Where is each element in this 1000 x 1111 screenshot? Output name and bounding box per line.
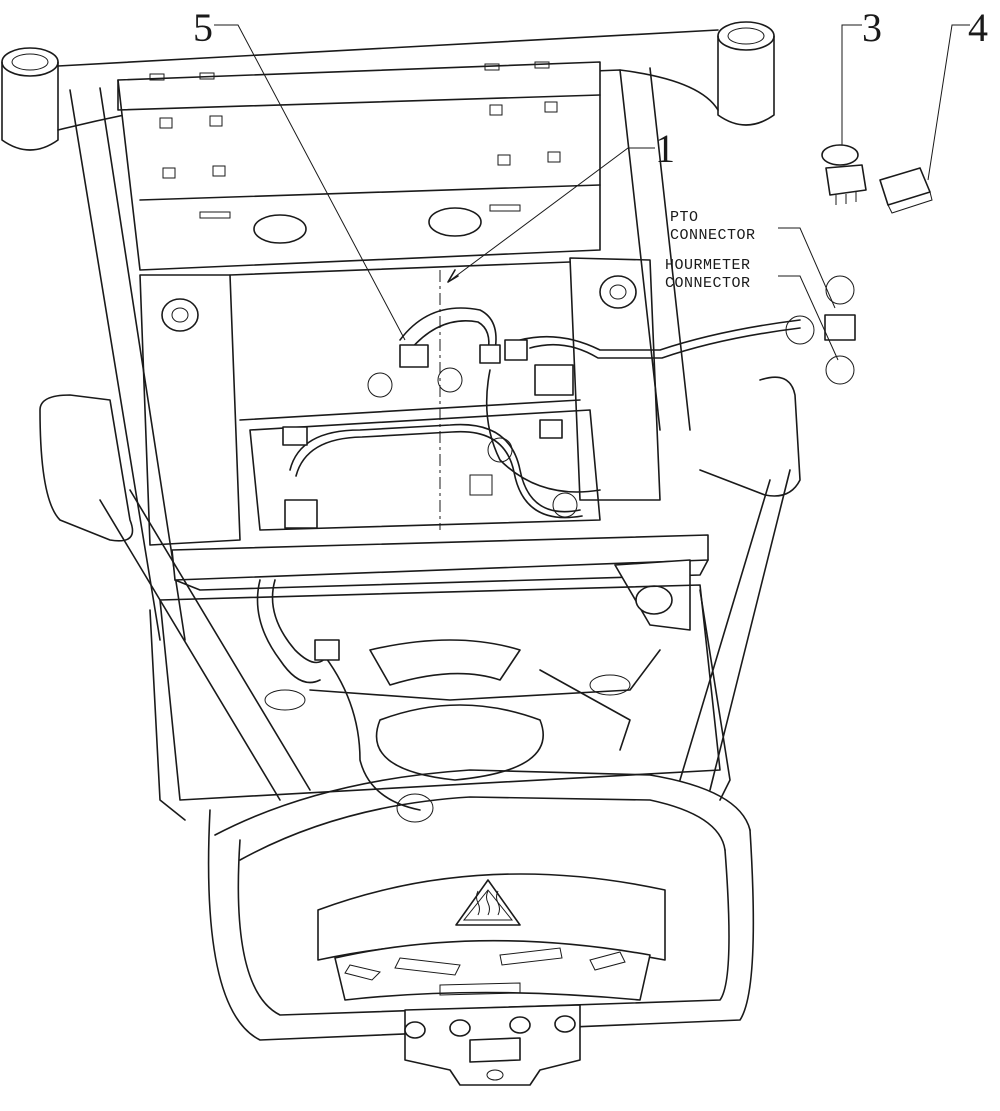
pto-connector-label: PTO CONNECTOR	[670, 209, 836, 309]
fastener-holes	[149, 61, 561, 179]
pto-connector-label-line1: PTO	[670, 209, 699, 226]
hitch-plate	[404, 1004, 581, 1086]
callout-4: 4	[927, 5, 988, 181]
callout-4-number: 4	[968, 5, 988, 50]
side-fenders	[149, 589, 731, 821]
callout-5-number: 5	[193, 5, 213, 50]
hot-surface-warning-icon	[455, 879, 521, 926]
callout-1-number: 1	[655, 126, 675, 171]
rops-uprights	[69, 67, 691, 641]
hourmeter-connector-label-line2: CONNECTOR	[665, 275, 751, 292]
callout-3: 3	[841, 5, 882, 145]
part-4-hourmeter	[879, 167, 933, 214]
floor-pan	[159, 584, 721, 801]
chassis-mid	[139, 257, 661, 546]
upper-plate	[117, 61, 601, 271]
callout-3-number: 3	[862, 5, 882, 50]
wiring-harness	[256, 270, 801, 811]
cross-member	[171, 534, 709, 631]
pto-connector-label-line2: CONNECTOR	[670, 227, 756, 244]
side-handles	[39, 376, 801, 801]
harness-connectors	[282, 275, 856, 661]
callout-1: 1	[447, 126, 675, 283]
front-bumper-frame	[207, 769, 755, 1041]
hourmeter-connector-label: HOURMETER CONNECTOR	[665, 257, 839, 361]
part-3-pto-switch	[821, 144, 867, 205]
hourmeter-connector-label-line1: HOURMETER	[665, 257, 751, 274]
callout-5: 5	[193, 5, 406, 341]
